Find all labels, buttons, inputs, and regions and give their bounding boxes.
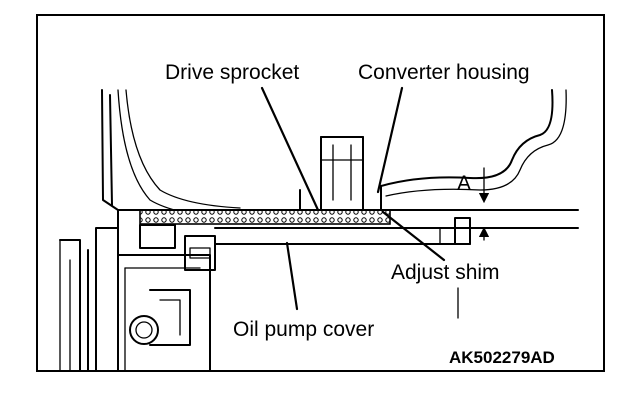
figure-code: AK502279AD — [449, 348, 555, 367]
leader-converter-housing — [376, 86, 404, 194]
leader-adjust-shim — [381, 210, 446, 262]
pump-cover-plate — [117, 209, 579, 245]
shaft — [320, 136, 364, 211]
pump-roller — [129, 315, 159, 345]
label-adjust-shim: Adjust shim — [391, 261, 500, 284]
leader-oil-pump-cover — [285, 241, 299, 311]
oil-pump-assembly — [117, 224, 216, 372]
label-oil-pump-cover: Oil pump cover — [233, 318, 374, 341]
left-housing — [59, 89, 241, 372]
figure-frame — [36, 14, 605, 372]
label-converter-housing: Converter housing — [358, 61, 530, 84]
dimension-a-marker — [477, 167, 493, 241]
drive-chain — [139, 209, 391, 225]
label-dimension-a: A — [457, 172, 471, 195]
converter-housing-shape — [299, 89, 567, 211]
leader-drive-sprocket — [260, 86, 320, 212]
label-drive-sprocket: Drive sprocket — [165, 61, 299, 84]
